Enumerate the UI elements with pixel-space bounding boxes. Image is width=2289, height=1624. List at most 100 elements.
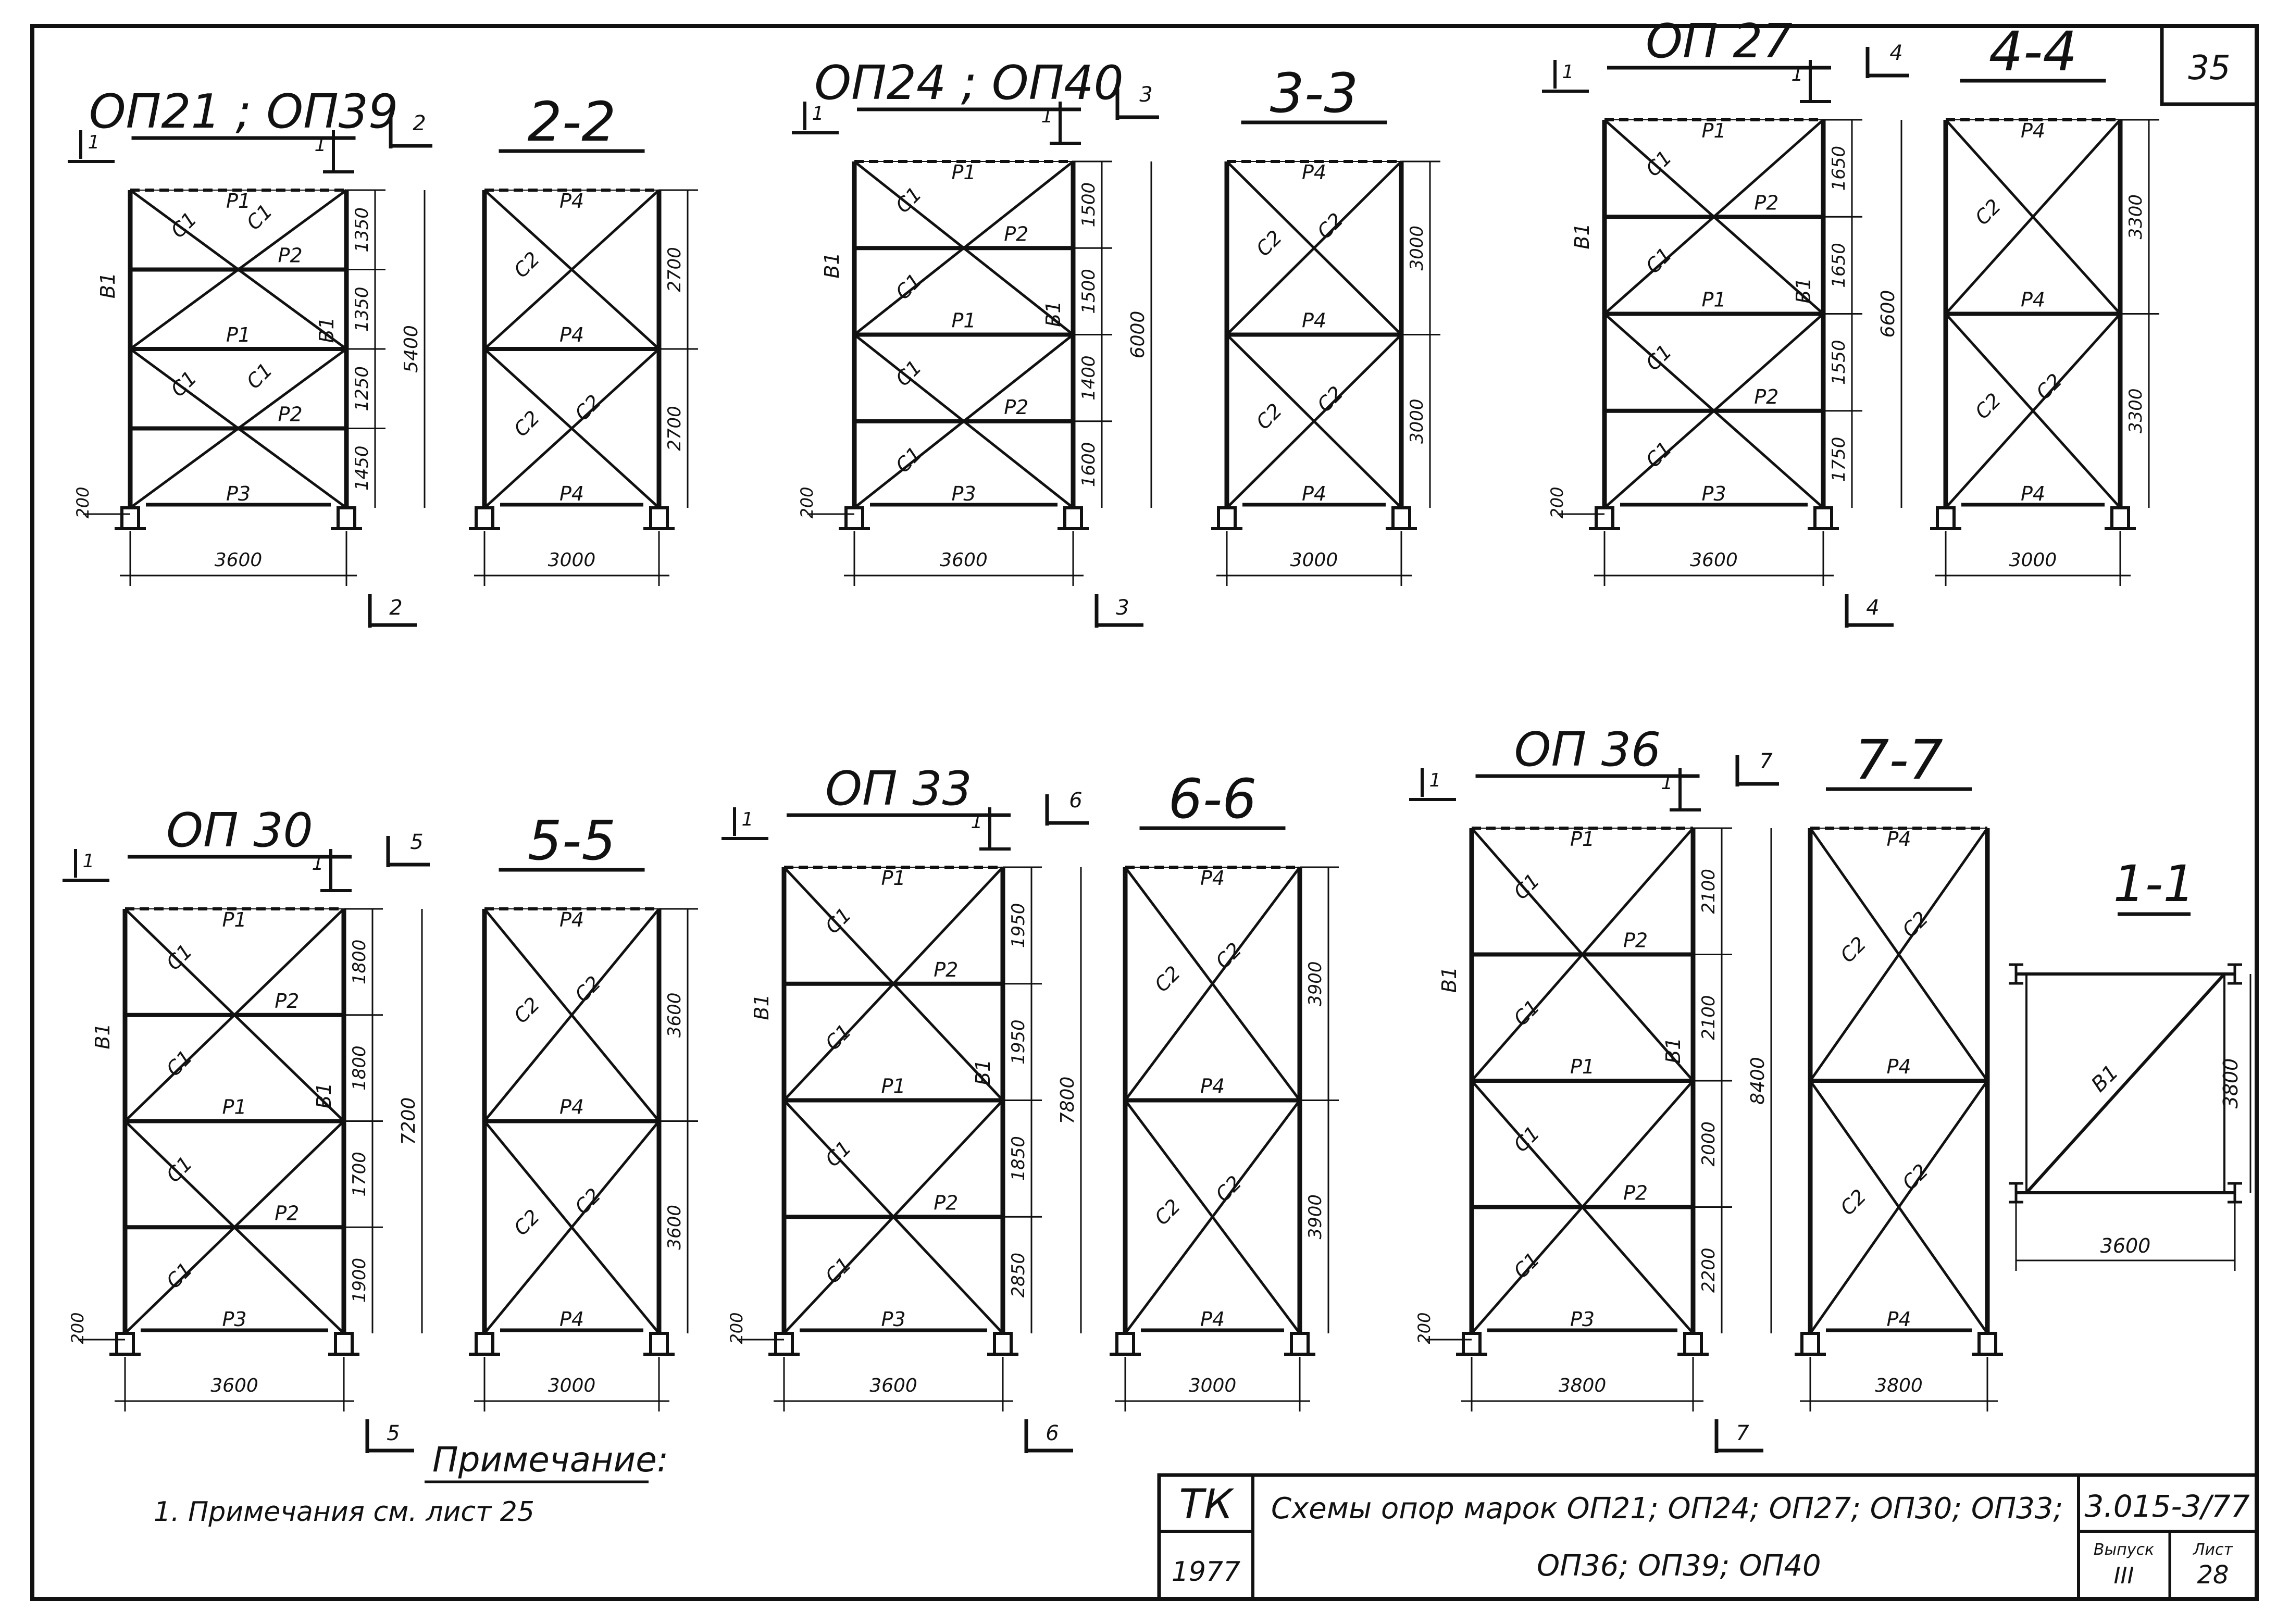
dim-width-label: 3000 [548, 549, 596, 571]
brace-label: С2 [1836, 932, 1871, 967]
column-label-right: В1 [972, 1059, 994, 1085]
title-block: ТК 1977 Схемы опор марок ОП21; ОП24; ОП2… [1157, 1473, 2259, 1601]
dim-base-label: 200 [727, 1312, 747, 1344]
section-mark-number: 4 [1866, 596, 1879, 620]
frame-title: 2-2 [528, 90, 616, 154]
section-mark-number: 5 [410, 830, 423, 854]
beam-label: Р3 [226, 482, 251, 505]
beam-label: Р4 [559, 482, 584, 505]
beam-label: Р2 [1754, 385, 1778, 408]
dim-total-height: 6000 [1127, 311, 1149, 359]
beam-label: Р2 [275, 990, 299, 1013]
dim-panel-height: 1950 [1008, 1019, 1029, 1065]
brace-diagonal [783, 1099, 1004, 1334]
dim-width-label: 3800 [1559, 1375, 1607, 1396]
beam-label: Р4 [1886, 1308, 1911, 1331]
beam-label-top: Р1 [1701, 119, 1726, 142]
beam-label: Р2 [934, 958, 958, 981]
frame-title: ОП21 ; ОП39 [89, 84, 399, 139]
section-mark-number: 1 [1792, 64, 1803, 85]
beam-label: Р4 [1302, 309, 1326, 332]
beam-label-top: Р1 [226, 190, 251, 213]
beam-label: Р2 [1623, 929, 1648, 952]
brace-label: С2 [509, 406, 544, 441]
footing-block [1462, 1332, 1482, 1356]
brace-diagonal [1124, 866, 1301, 1101]
frame-op27: ОП 27Р1С1Р21650С1Р11650С1Р21550С1Р317506… [1542, 14, 1909, 628]
beam-label: Р1 [1701, 289, 1726, 311]
section-mark-number: 1 [812, 103, 824, 124]
beam-label: Р3 [222, 1308, 246, 1331]
section-mark-number: 6 [1046, 1421, 1059, 1445]
dim-panel-height: 1900 [349, 1258, 370, 1303]
footing-block [649, 506, 669, 530]
brace-label: С1 [1509, 995, 1544, 1030]
sheet-number: 35 [2188, 49, 2230, 88]
section-mark-number: 4 [1889, 41, 1902, 65]
column-label-right: В1 [315, 317, 338, 343]
section-mark-number: 5 [387, 1421, 400, 1445]
brace-label: С1 [821, 1136, 856, 1171]
section-mark-number: 2 [389, 596, 402, 620]
beam-label: Р4 [2021, 482, 2045, 505]
beam-label: Р4 [1200, 1308, 1225, 1331]
footing-block [1115, 1332, 1135, 1356]
beam-label: Р1 [222, 1096, 246, 1119]
brace-diagonal [483, 908, 660, 1122]
footing-block [115, 1332, 135, 1356]
column-label-left: В1 [750, 994, 773, 1020]
beam-label: Р1 [951, 309, 976, 332]
column-label-right: В1 [1792, 278, 1815, 304]
beam-label-top: Р1 [881, 867, 905, 890]
dim-width-label: 3000 [1290, 549, 1338, 571]
footing-block [475, 506, 494, 530]
dim-panel-height: 2850 [1008, 1253, 1029, 1298]
brace-diagonal [1124, 1100, 1301, 1334]
section-mark-number: 1 [88, 132, 100, 153]
dim-panel-height: 2100 [1698, 995, 1719, 1040]
note-heading: Примечание: [432, 1440, 668, 1480]
beam-label-top: Р1 [1570, 828, 1595, 851]
footing-block [2110, 506, 2130, 530]
plan-diagonal [2025, 972, 2226, 1194]
dim-width-label: 3600 [2100, 1234, 2151, 1257]
brace-label: С2 [509, 993, 544, 1028]
brace-diagonal [853, 160, 1074, 336]
dim-width-label: 3600 [940, 549, 988, 571]
dim-total-height: 5400 [401, 325, 422, 373]
dim-panel-height: 3600 [664, 1205, 685, 1250]
footing-block [1683, 1332, 1703, 1356]
brace-label: С1 [891, 182, 926, 217]
column-label-left: В1 [96, 272, 119, 298]
footing-block [1977, 1332, 1997, 1356]
dim-width-label: 3800 [1875, 1375, 1923, 1396]
section-mark-number: 1 [742, 809, 754, 830]
section-mark-number: 1 [971, 811, 983, 833]
footing-block [774, 1332, 794, 1356]
brace-diagonal [853, 333, 1074, 509]
section-mark-number: 7 [1759, 749, 1773, 773]
dim-panel-height: 3600 [664, 992, 685, 1038]
brace-label: С1 [1641, 340, 1676, 375]
brace-label: С2 [1971, 195, 2006, 230]
column-label-right: В1 [313, 1082, 335, 1108]
frame-title: 6-6 [1168, 767, 1257, 831]
brace-diagonal [1603, 119, 1824, 315]
dim-width-label: 3000 [2009, 549, 2057, 571]
beam-label-top: Р4 [1302, 161, 1326, 184]
beam-label-top: Р1 [951, 161, 976, 184]
dim-panel-height: 1850 [1008, 1136, 1029, 1181]
brace-label: С1 [821, 1253, 856, 1288]
frame-title: ОП 30 [166, 803, 313, 858]
footing-block [1595, 506, 1614, 530]
frame-title: 5-5 [528, 809, 616, 872]
beam-label: Р2 [278, 403, 303, 426]
footing-block [475, 1332, 494, 1356]
dim-panel-height: 1350 [352, 286, 372, 332]
footing-block [993, 1332, 1013, 1356]
section-mark-number: 6 [1069, 789, 1082, 813]
